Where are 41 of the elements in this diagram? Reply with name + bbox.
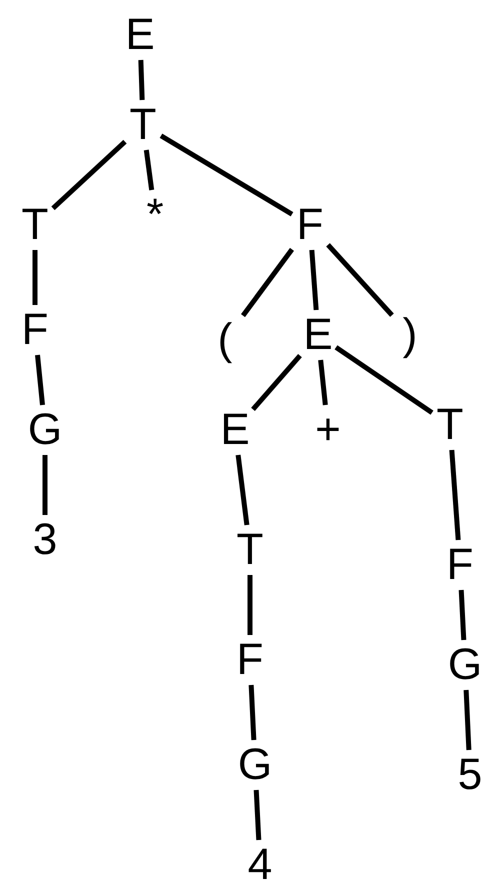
tree-symbol: F (296, 200, 324, 250)
tree-symbol: G (448, 640, 482, 690)
tree-symbol: E (220, 405, 250, 455)
tree-edge (144, 150, 154, 190)
tree-edge (449, 450, 461, 540)
tree-symbol: G (28, 405, 62, 455)
tree-symbol: E (303, 310, 333, 360)
tree-edge (334, 345, 434, 415)
tree-edge (236, 454, 250, 526)
tree-edge (42, 455, 48, 515)
tree-edge (254, 790, 262, 840)
tree-edge (458, 590, 466, 640)
tree-symbol: * (146, 190, 164, 240)
tree-edge (326, 243, 394, 317)
tree-symbol: 5 (458, 750, 482, 800)
tree-edge (251, 354, 302, 412)
tree-edge (160, 134, 294, 216)
tree-symbol: ( (218, 315, 232, 365)
tree-edge (464, 690, 472, 750)
tree-edge (32, 250, 38, 305)
tree-edge (35, 354, 45, 406)
tree-edge (138, 60, 145, 100)
tree-edge (51, 140, 127, 210)
tree-symbol: T (22, 200, 48, 250)
tree-edge (248, 684, 256, 740)
tree-edge (248, 575, 252, 635)
tree-symbol: T (236, 525, 264, 575)
tree-symbol: 3 (32, 515, 58, 565)
tree-symbol: 4 (248, 840, 272, 890)
tree-symbol: F (22, 305, 48, 355)
tree-edge (318, 360, 328, 406)
tree-symbol: E (125, 10, 155, 60)
tree-symbol: T (130, 100, 156, 150)
tree-symbol: F (236, 635, 264, 685)
tree-symbol: G (238, 740, 272, 790)
tree-symbol: T (436, 400, 464, 450)
tree-symbol: + (315, 405, 341, 455)
tree-edge (240, 248, 294, 318)
tree-symbol: ) (402, 310, 418, 360)
tree-symbol: F (446, 540, 474, 590)
tree-edge (309, 250, 319, 310)
